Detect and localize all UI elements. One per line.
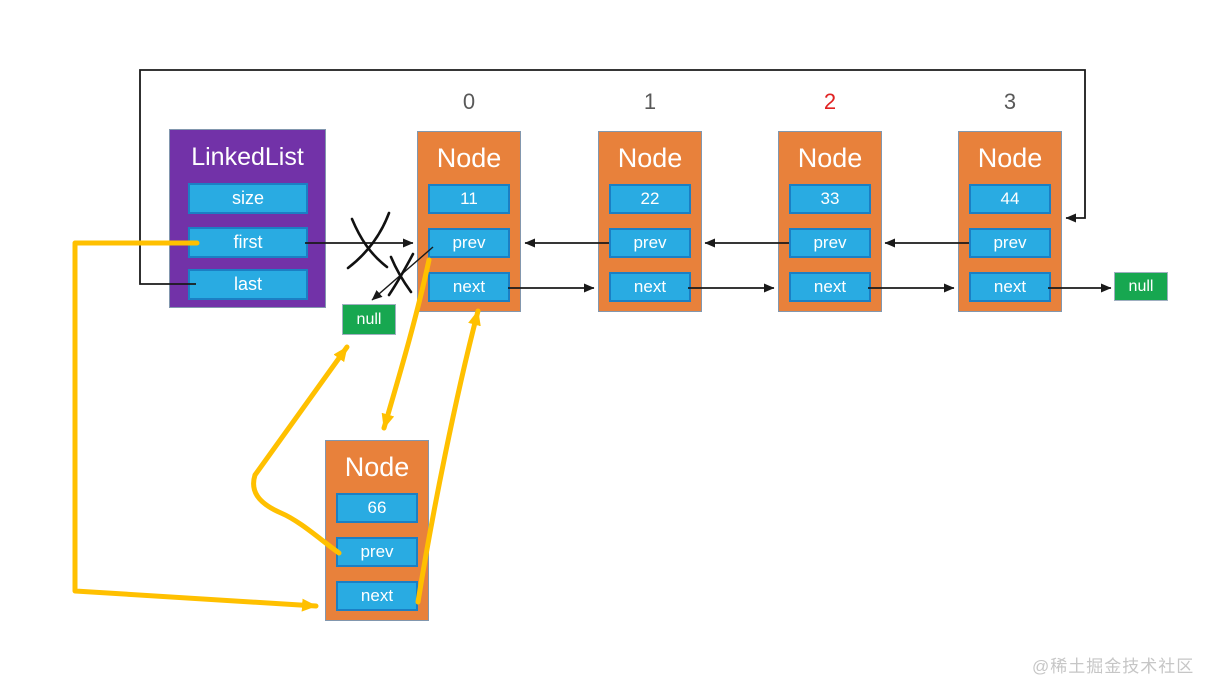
- linkedlist-title: LinkedList: [191, 143, 304, 171]
- watermark: @稀土掘金技术社区: [1032, 657, 1195, 676]
- new-node-box: Node 66 prev next: [325, 440, 429, 621]
- node-next-field: next: [969, 272, 1051, 302]
- node-box-1: Node 22 prev next: [598, 131, 702, 312]
- cross-mark-on-first-arrow: [350, 217, 389, 269]
- node-index-label-0: 0: [462, 89, 476, 114]
- node-box-2: Node 33 prev next: [778, 131, 882, 312]
- node-next-field: next: [336, 581, 418, 611]
- node-title: Node: [344, 452, 410, 482]
- node-prev-field: prev: [789, 228, 871, 258]
- node-value-field: 33: [789, 184, 871, 214]
- node-prev-field: prev: [969, 228, 1051, 258]
- null-box-tail: null: [1114, 272, 1168, 301]
- node-prev-field: prev: [428, 228, 510, 258]
- cross-mark-on-prev-null-arrow: [389, 255, 413, 294]
- node-value-field: 22: [609, 184, 691, 214]
- linkedlist-field-first: first: [188, 227, 308, 258]
- node-next-field: next: [609, 272, 691, 302]
- linkedlist-box: LinkedList size first last: [169, 129, 326, 308]
- node-index-label-3: 3: [1003, 89, 1017, 114]
- linkedlist-field-last: last: [188, 269, 308, 300]
- node-index-label-2: 2: [823, 89, 837, 114]
- linkedlist-field-size: size: [188, 183, 308, 214]
- node-title: Node: [977, 143, 1043, 173]
- cross-mark-on-first-arrow: [346, 211, 391, 270]
- node-box-3: Node 44 prev next: [958, 131, 1062, 312]
- node-title: Node: [797, 143, 863, 173]
- node-box-0: Node 11 prev next: [417, 131, 521, 312]
- node-title: Node: [436, 143, 502, 173]
- node-value-field: 44: [969, 184, 1051, 214]
- node-value-field: 66: [336, 493, 418, 523]
- node-title: Node: [617, 143, 683, 173]
- cross-mark-on-prev-null-arrow: [387, 252, 415, 297]
- node-next-field: next: [789, 272, 871, 302]
- node-next-field: next: [428, 272, 510, 302]
- node-value-field: 11: [428, 184, 510, 214]
- node-prev-field: prev: [336, 537, 418, 567]
- node-prev-field: prev: [609, 228, 691, 258]
- node-index-label-1: 1: [643, 89, 657, 114]
- null-box-head: null: [342, 304, 396, 335]
